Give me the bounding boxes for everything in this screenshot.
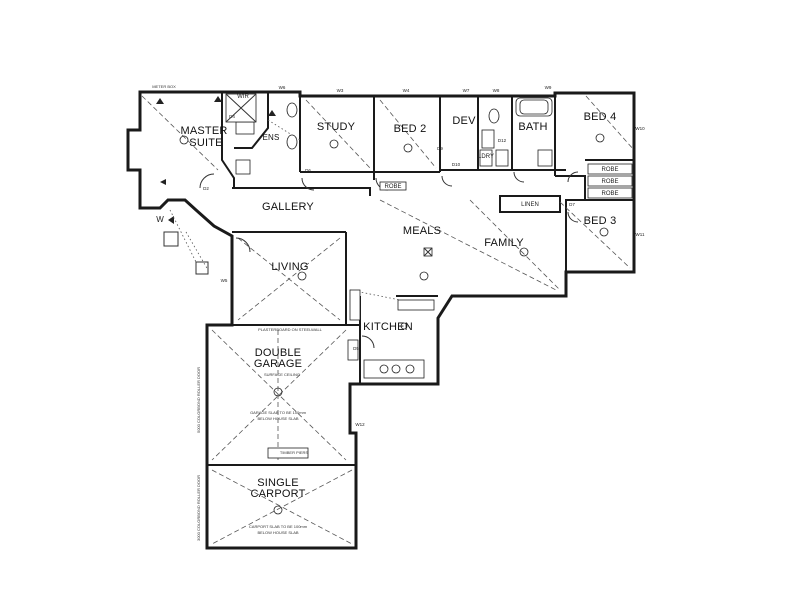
note-garage-slab: GARAGE SLAB TO BE 100mm [250, 410, 307, 415]
tag-w3: W3 [337, 88, 344, 93]
tag-w8: W8 [493, 88, 500, 93]
tag-w11: W11 [636, 232, 645, 237]
note-garage-slab-2: BELOW HOUSE SLAB [257, 416, 298, 421]
tag-w6: W6 [279, 85, 286, 90]
room-label-single-carport: SINGLE [257, 477, 299, 489]
tag-w4: W4 [403, 88, 410, 93]
tag-w9: W9 [545, 85, 552, 90]
note-roller-door-2: 3000 COLORBOND ROLLER DOOR [196, 475, 201, 541]
room-label-master-suite: MASTER [180, 125, 227, 137]
room-label-dev: DEV [452, 115, 476, 127]
tag-d7: D7 [569, 202, 575, 207]
tag-d6: D6 [305, 168, 311, 173]
label-robe-1: ROBE [601, 167, 618, 173]
fixtures [225, 93, 633, 459]
note-surface-ceiling: SURFACE CEILING [264, 372, 300, 377]
label-robe-2: ROBE [601, 179, 618, 185]
room-label-ens: ENS [262, 133, 279, 142]
label-wir: WIR [237, 94, 249, 100]
room-label-bath: BATH [518, 121, 547, 133]
room-label-bed4: BED 4 [584, 111, 617, 123]
room-label-single-carport-2: CARPORT [251, 488, 306, 500]
tag-w10: W10 [635, 126, 645, 131]
ceiling-lines [141, 95, 635, 545]
small-labels: ROBE ROBE ROBE ROBE LINEN WIR LDRY [237, 94, 618, 208]
room-label-master-suite-2: SUITE [189, 137, 222, 149]
tag-d4: D4 [229, 114, 235, 119]
label-linen: LINEN [521, 202, 539, 208]
tag-d5: D5 [353, 346, 359, 351]
label-robe-3: ROBE [601, 191, 618, 197]
room-label-meals: MEALS [403, 225, 441, 237]
tag-d9: D9 [437, 146, 443, 151]
electrical-symbols [156, 96, 609, 515]
tag-w: W [156, 215, 164, 224]
tags: W6 W3 W4 W7 W8 W9 W10 W11 W12 W5 D4 D2 D… [156, 85, 645, 427]
tag-w7: W7 [463, 88, 470, 93]
room-label-living: LIVING [271, 261, 308, 273]
note-carport-slab-2: BELOW HOUSE SLAB [257, 530, 298, 535]
room-label-bed2: BED 2 [394, 123, 427, 135]
room-label-study: STUDY [317, 121, 356, 133]
notes: METER BOX PLASTERBOARD ON STEELWALL SURF… [152, 84, 322, 541]
wall-arrow [163, 209, 209, 275]
note-plasterboard: PLASTERBOARD ON STEELWALL [258, 327, 323, 332]
label-robe-4: ROBE [384, 184, 401, 190]
tag-w12: W12 [355, 422, 365, 427]
tag-w5: W5 [221, 278, 228, 283]
tag-d10: D10 [452, 162, 461, 167]
room-label-kitchen: KITCHEN [363, 321, 413, 333]
interior-walls [207, 92, 634, 466]
room-label-family: FAMILY [484, 237, 524, 249]
note-meter-box: METER BOX [152, 84, 176, 89]
note-roller-door-1: 5000 COLORBOND ROLLER DOOR [196, 367, 201, 433]
label-ldry: LDRY [478, 154, 494, 160]
room-label-bed3: BED 3 [584, 215, 617, 227]
tag-d12: D12 [498, 138, 507, 143]
outer-walls [126, 90, 636, 550]
note-carport-slab: CARPORT SLAB TO BE 100mm [249, 524, 308, 529]
room-labels: MASTER SUITE STUDY BED 2 DEV BATH BED 4 … [180, 111, 616, 500]
room-label-gallery: GALLERY [262, 201, 314, 213]
note-timber-piers: TIMBER PIERS [280, 450, 309, 455]
room-label-double-garage: DOUBLE [255, 347, 301, 359]
tag-d2: D2 [203, 186, 209, 191]
room-label-double-garage-2: GARAGE [254, 358, 302, 370]
